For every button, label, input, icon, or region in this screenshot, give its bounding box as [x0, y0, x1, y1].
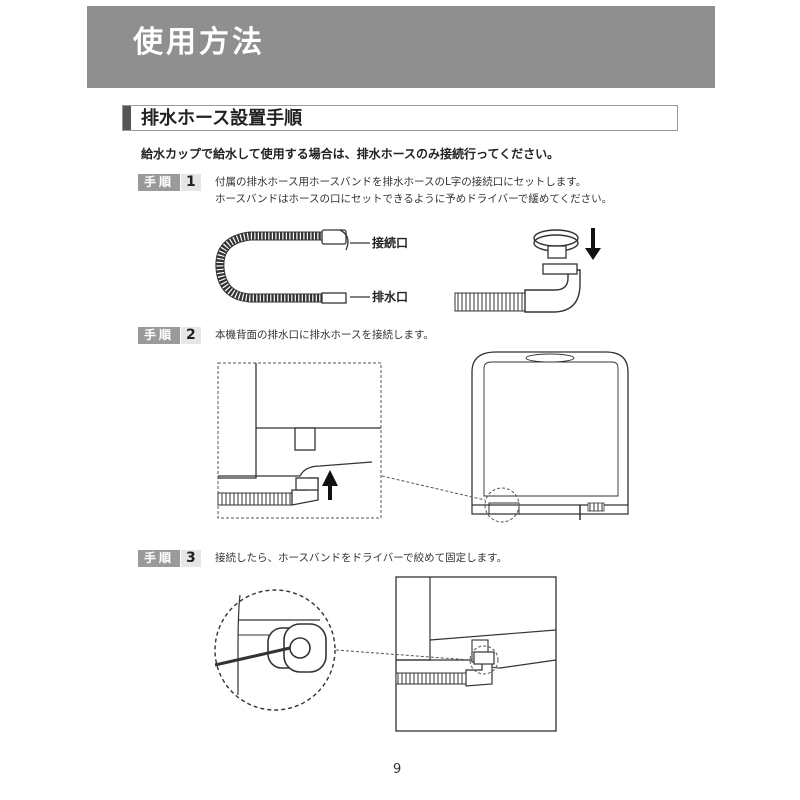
section-heading: 排水ホース設置手順 — [122, 105, 678, 131]
step-1-badge: 手順 1 — [138, 174, 201, 191]
drain-label: 排水口 — [372, 290, 409, 304]
screwdriver-icon — [214, 646, 291, 667]
hose-drain-end — [321, 292, 347, 304]
step-3-line-1: 接続したら、ホースバンドをドライバーで絞めて固定します。 — [215, 552, 508, 564]
l-connector-illustration — [454, 228, 601, 313]
machine-back-view — [381, 351, 629, 523]
step-3-number: 3 — [180, 550, 201, 567]
hose-connector-end — [321, 229, 347, 245]
step-2-detail — [217, 362, 382, 519]
page-number: 9 — [393, 762, 402, 777]
step-3-detail-circle — [214, 589, 336, 711]
step-2-number: 2 — [180, 327, 201, 344]
step-2-line-1: 本機背面の排水口に排水ホースを接続します。 — [215, 329, 434, 341]
step-1-number: 1 — [180, 174, 201, 191]
step-2-badge: 手順 2 — [138, 327, 201, 344]
down-arrow-icon — [585, 248, 601, 260]
drain-hose-illustration — [215, 229, 370, 304]
step-3-word: 手順 — [138, 550, 181, 567]
step-2-word: 手順 — [138, 327, 181, 344]
step-1-line-2: ホースバンドはホースの口にセットできるように予めドライバーで緩めてください。 — [215, 193, 613, 205]
step-3-detail-box — [335, 576, 557, 732]
up-arrow-icon — [322, 470, 338, 486]
page-title: 使用方法 — [133, 25, 265, 60]
step-3-badge: 手順 3 — [138, 550, 201, 567]
section-title: 排水ホース設置手順 — [141, 108, 303, 129]
header-band — [87, 6, 715, 88]
step-1-line-1: 付属の排水ホース用ホースバンドを排水ホースのL字の接続口にセットします。 — [215, 176, 587, 188]
step-1-word: 手順 — [138, 174, 181, 191]
connector-label: 接続口 — [372, 236, 409, 250]
section-heading-bar — [123, 106, 131, 130]
intro-text: 給水カップで給水して使用する場合は、排水ホースのみ接続行ってください。 — [141, 147, 560, 161]
